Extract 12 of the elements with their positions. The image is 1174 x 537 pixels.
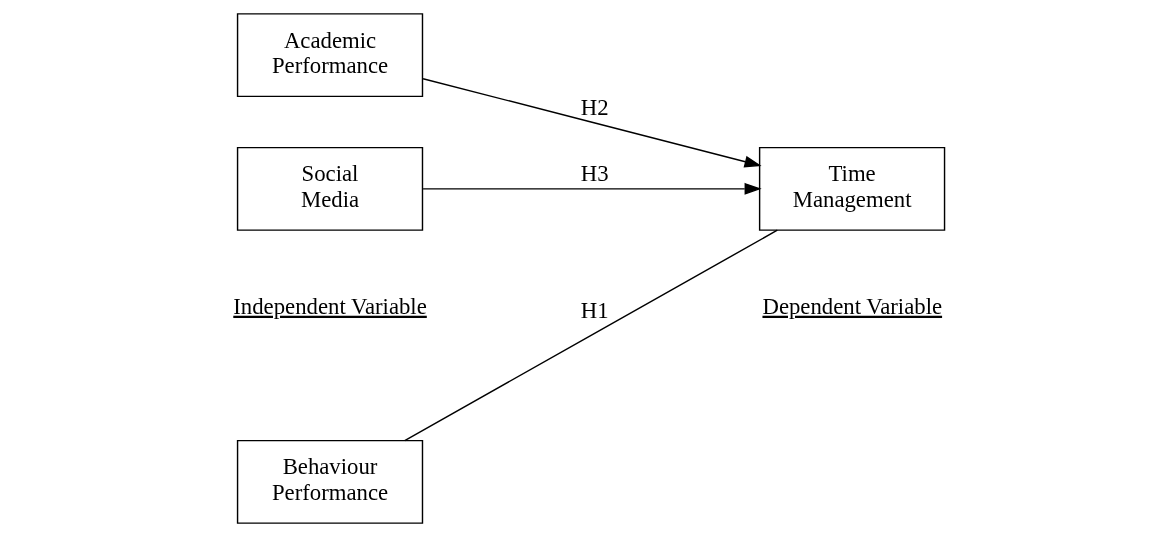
- edge-label: H3: [580, 161, 609, 187]
- node-box: Time Management: [758, 146, 945, 231]
- edge-label: H1: [580, 298, 609, 323]
- arrow: [421, 182, 762, 195]
- node-box: Behaviour Performance: [236, 439, 423, 524]
- connector: [403, 229, 778, 442]
- arrow: [421, 78, 762, 168]
- label: Dependent Variable: [761, 293, 942, 319]
- label: Independent Variable: [232, 293, 427, 319]
- node-box: Academic Performance: [236, 13, 423, 98]
- node-box: Social Media: [236, 146, 423, 231]
- edge-label: H2: [580, 94, 609, 120]
